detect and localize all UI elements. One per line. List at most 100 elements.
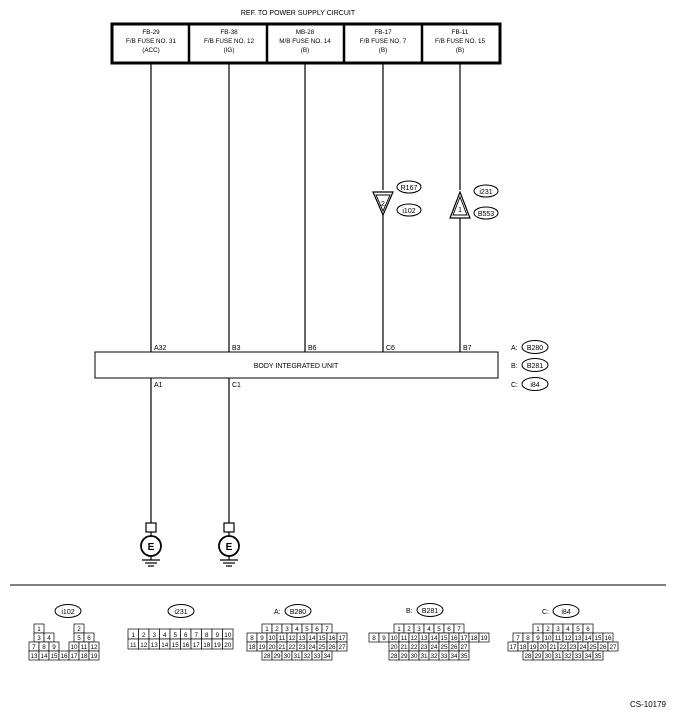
connector-tag-oval (396, 180, 422, 194)
pin-number: 19 (529, 644, 537, 651)
fuse-id: FB-11 (452, 29, 469, 36)
pin-cell (321, 650, 333, 661)
pin-number: 9 (215, 632, 219, 639)
connector-tag: i84 (530, 382, 539, 389)
pin-number: 20 (539, 644, 547, 651)
fuse-name: F/B FUSE NO. 7 (360, 38, 407, 45)
pin-number: 15 (318, 635, 326, 642)
pin-number: 2 (407, 626, 411, 633)
pin-number: 14 (40, 653, 48, 660)
pin-number: 8 (205, 632, 209, 639)
pin-number: 6 (447, 626, 451, 633)
pin-number: 25 (318, 644, 326, 651)
connector-prefix: C: (511, 382, 518, 389)
pin-number: 5 (305, 626, 309, 633)
pin-number: 26 (328, 644, 336, 651)
pin-number: 15 (172, 642, 180, 649)
pin-number: 5 (173, 632, 177, 639)
connector-tag: i231 (479, 189, 492, 196)
pin-number: 19 (90, 653, 98, 660)
pin-number: 25 (589, 644, 597, 651)
pin-number: 20 (224, 642, 232, 649)
pinout-tag: i102 (61, 609, 74, 616)
pin-number: 21 (549, 644, 557, 651)
unit-pin: A32 (154, 345, 167, 352)
pin-number: 22 (410, 644, 418, 651)
pin-number: 27 (609, 644, 617, 651)
fuse-note: (IG) (224, 47, 235, 54)
pin-number: 4 (427, 626, 431, 633)
pin-cell (336, 641, 348, 652)
pin-number: 1 (536, 626, 540, 633)
pin-number: 2 (546, 626, 550, 633)
unit-pin: B3 (232, 345, 241, 352)
pinout-prefix: A: (274, 609, 281, 616)
connector-tag-oval (521, 358, 549, 372)
unit-pin: B7 (463, 345, 472, 352)
connector-pin: 1 (458, 207, 462, 214)
pin-number: 22 (559, 644, 567, 651)
pin-number: 2 (77, 626, 81, 633)
pin-number: 23 (420, 644, 428, 651)
pin-number: 1 (131, 632, 135, 639)
pinout-prefix: C: (542, 609, 549, 616)
fuse-id: MB-28 (296, 29, 315, 36)
pin-cell (88, 650, 100, 661)
pin-number: 13 (151, 642, 159, 649)
pin-number: 9 (260, 635, 264, 642)
pin-number: 30 (544, 653, 552, 660)
pin-number: 5 (437, 626, 441, 633)
fuse-note: (ACC) (142, 47, 160, 54)
pinout-prefix: B: (406, 608, 413, 615)
pin-number: 19 (214, 642, 222, 649)
pin-number: 20 (268, 644, 276, 651)
pin-number: 30 (283, 653, 291, 660)
connector-prefix: A: (511, 345, 518, 352)
fuse-note: (B) (379, 47, 387, 54)
connector-tag-oval (521, 340, 549, 354)
fuse-fb-17: FB-17 F/B FUSE NO. 7 (B) (360, 29, 407, 54)
fuse-name: F/B FUSE NO. 12 (204, 38, 255, 45)
pin-number: 17 (460, 635, 468, 642)
pin-number: 10 (70, 644, 78, 651)
pin-number: 4 (163, 632, 167, 639)
wires (150, 63, 461, 352)
unit-label: BODY INTEGRATED UNIT (254, 363, 339, 370)
pin-number: 5 (576, 626, 580, 633)
pin-number: 23 (298, 644, 306, 651)
fuse-note: (B) (301, 47, 309, 54)
pin-number: 16 (182, 642, 190, 649)
pin-number: 32 (430, 653, 438, 660)
pin-number: 15 (594, 635, 602, 642)
pin-number: 6 (184, 632, 188, 639)
inline-connector-up: 1 i231 B553 (449, 184, 499, 220)
pin-number: 34 (450, 653, 458, 660)
pin-number: 17 (70, 653, 78, 660)
ground-c1: E (218, 522, 240, 567)
pin-number: 7 (32, 644, 36, 651)
pin-number: 7 (325, 626, 329, 633)
pin-number: 13 (30, 653, 38, 660)
pin-number: 5 (77, 635, 81, 642)
pin-number: 33 (440, 653, 448, 660)
connector-tag-oval (473, 184, 499, 198)
pin-number: 26 (450, 644, 458, 651)
pin-number: 11 (81, 644, 88, 651)
fuse-name: M/B FUSE NO. 14 (279, 38, 331, 45)
pin-number: 13 (420, 635, 428, 642)
pin-number: 6 (87, 635, 91, 642)
pin-number: 27 (338, 644, 346, 651)
pin-number: 12 (90, 644, 98, 651)
pin-number: 22 (288, 644, 296, 651)
pin-number: 35 (460, 653, 468, 660)
pin-number: 13 (574, 635, 582, 642)
unit-pin: A1 (154, 382, 163, 389)
ground-label: E (226, 542, 233, 553)
pin-number: 8 (250, 635, 254, 642)
